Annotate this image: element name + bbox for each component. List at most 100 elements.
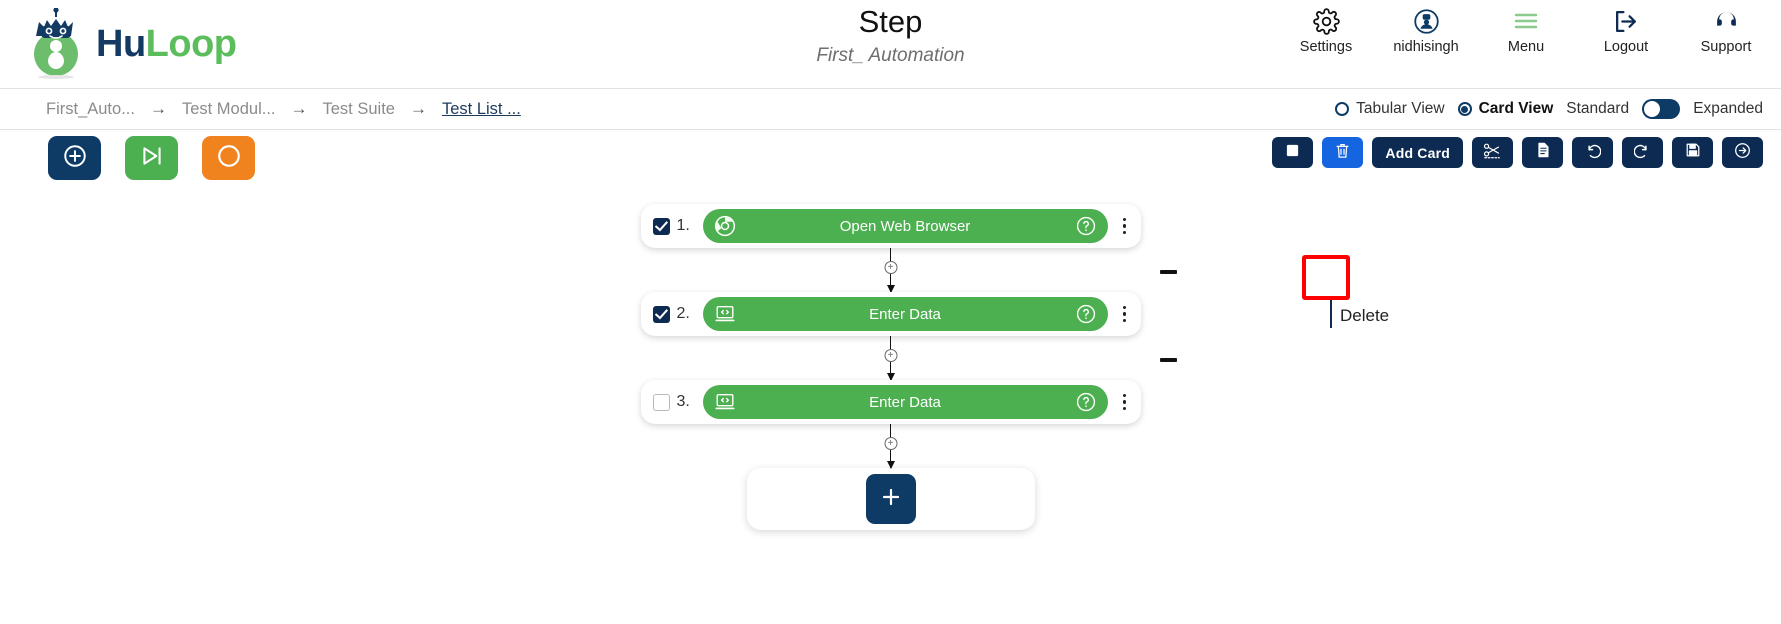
cut-button[interactable] xyxy=(1472,137,1513,168)
step-connector: + xyxy=(881,248,901,293)
flow-canvas: 1. Open Web Browser xyxy=(0,190,1781,620)
connector-arrow-icon xyxy=(886,373,895,381)
step-2-checkbox[interactable] xyxy=(652,305,670,323)
save-button[interactable] xyxy=(1672,137,1713,168)
undo-button[interactable] xyxy=(1572,137,1613,168)
toggle-knob xyxy=(1644,101,1661,117)
toolbar-right-group: Add Card xyxy=(1272,137,1763,168)
breadcrumb: First_Auto... → Test Modul... → Test Sui… xyxy=(46,99,521,119)
breadcrumb-item-4[interactable]: Test List ... xyxy=(441,99,521,118)
huloop-robot-logo-icon xyxy=(26,7,86,80)
user-account-button[interactable]: nidhisingh xyxy=(1389,6,1463,55)
user-name-label: nidhisingh xyxy=(1393,39,1459,55)
menu-button[interactable]: Menu xyxy=(1489,6,1563,55)
breadcrumb-item-1[interactable]: First_Auto... xyxy=(46,99,135,118)
step-2-menu-icon[interactable] xyxy=(1117,305,1133,323)
step-3-help-icon[interactable] xyxy=(1075,391,1097,413)
record-button[interactable] xyxy=(202,136,255,180)
step-1-help-icon[interactable] xyxy=(1075,215,1097,237)
tabular-view-radio[interactable]: Tabular View xyxy=(1335,100,1445,118)
expanded-view-toggle[interactable] xyxy=(1642,99,1681,119)
step-1-pill[interactable]: Open Web Browser xyxy=(702,209,1108,243)
logout-button[interactable]: Logout xyxy=(1589,6,1663,55)
add-circle-icon xyxy=(62,143,88,174)
step-1-label: Open Web Browser xyxy=(839,217,971,235)
undo-arrow-icon xyxy=(1584,142,1602,164)
tooltip-leader-line xyxy=(1330,300,1332,328)
step-card-1[interactable]: 1. Open Web Browser xyxy=(640,204,1141,248)
support-label: Support xyxy=(1700,39,1752,55)
run-button[interactable] xyxy=(125,136,178,180)
brand-name-part1: Hu xyxy=(96,23,146,65)
monitor-code-icon xyxy=(714,391,736,413)
chrome-browser-icon xyxy=(714,215,736,237)
step-card-row: 3. Enter Data xyxy=(640,358,1177,424)
step-connector: + xyxy=(881,336,901,381)
add-new-step-button[interactable] xyxy=(865,474,916,524)
connector-arrow-icon xyxy=(886,461,895,469)
step-1-menu-icon[interactable] xyxy=(1117,217,1133,235)
menu-label: Menu xyxy=(1507,39,1545,55)
step-2-index: 2. xyxy=(676,305,690,322)
headset-icon xyxy=(1713,6,1740,36)
breadcrumb-item-3[interactable]: Test Suite xyxy=(322,99,395,118)
step-2-collapse-marker[interactable] xyxy=(1159,270,1177,274)
step-card-2[interactable]: 2. Enter Data xyxy=(640,292,1141,336)
step-2-pill[interactable]: Enter Data xyxy=(702,297,1108,331)
document-copy-icon xyxy=(1535,141,1551,164)
step-3-checkbox[interactable] xyxy=(652,393,670,411)
stop-button[interactable] xyxy=(1272,137,1314,168)
step-connector: + xyxy=(881,424,901,469)
step-2-label: Enter Data xyxy=(869,305,941,323)
step-3-menu-icon[interactable] xyxy=(1117,393,1133,411)
brand-name-part2: Loop xyxy=(145,23,237,65)
card-view-radio[interactable]: Card View xyxy=(1457,100,1553,118)
copy-button[interactable] xyxy=(1522,137,1563,168)
header-actions: Settings nidhisingh Menu xyxy=(1289,6,1763,55)
logout-icon xyxy=(1613,6,1640,36)
delete-button[interactable] xyxy=(1322,137,1364,168)
stop-square-icon xyxy=(1285,143,1300,163)
redo-arrow-icon xyxy=(1633,142,1651,164)
redo-button[interactable] xyxy=(1622,137,1663,168)
breadcrumb-bar: First_Auto... → Test Modul... → Test Sui… xyxy=(0,88,1781,130)
settings-label: Settings xyxy=(1299,39,1353,55)
step-3-label: Enter Data xyxy=(869,393,941,411)
breadcrumb-arrow-icon: → xyxy=(290,99,308,118)
monitor-code-icon xyxy=(714,303,736,325)
logout-label: Logout xyxy=(1603,39,1649,55)
add-card-panel xyxy=(746,468,1035,530)
plus-circle-small-icon[interactable]: + xyxy=(884,437,897,450)
step-1-checkbox[interactable] xyxy=(652,217,670,235)
action-toolbar: Add Card xyxy=(0,130,1781,328)
plus-circle-small-icon[interactable]: + xyxy=(884,349,897,362)
support-button[interactable]: Support xyxy=(1689,6,1763,55)
hamburger-menu-icon xyxy=(1512,6,1540,36)
step-card-row: 1. Open Web Browser xyxy=(640,204,1141,248)
breadcrumb-item-2[interactable]: Test Modul... xyxy=(181,99,276,118)
step-card-list: 1. Open Web Browser xyxy=(640,204,1177,530)
radio-selected-icon xyxy=(1457,102,1472,116)
step-card-3[interactable]: 3. Enter Data xyxy=(640,380,1141,424)
tabular-view-label: Tabular View xyxy=(1356,100,1445,117)
add-card-button[interactable]: Add Card xyxy=(1372,137,1463,168)
step-3-index: 3. xyxy=(676,393,690,410)
add-step-button[interactable] xyxy=(48,136,101,180)
plus-circle-small-icon[interactable]: + xyxy=(884,261,897,274)
step-3-collapse-marker[interactable] xyxy=(1159,358,1177,362)
step-3-pill[interactable]: Enter Data xyxy=(702,385,1108,419)
record-circle-icon xyxy=(216,143,242,174)
scissors-icon xyxy=(1483,142,1502,164)
floppy-save-icon xyxy=(1685,142,1701,163)
export-button[interactable] xyxy=(1722,137,1763,168)
radio-unselected-icon xyxy=(1335,102,1350,116)
settings-button[interactable]: Settings xyxy=(1289,6,1363,55)
step-card-row: 2. Enter Data xyxy=(640,270,1177,336)
play-step-icon xyxy=(139,143,165,174)
step-2-help-icon[interactable] xyxy=(1075,303,1097,325)
breadcrumb-arrow-icon: → xyxy=(409,99,427,118)
step-1-index: 1. xyxy=(676,217,690,234)
